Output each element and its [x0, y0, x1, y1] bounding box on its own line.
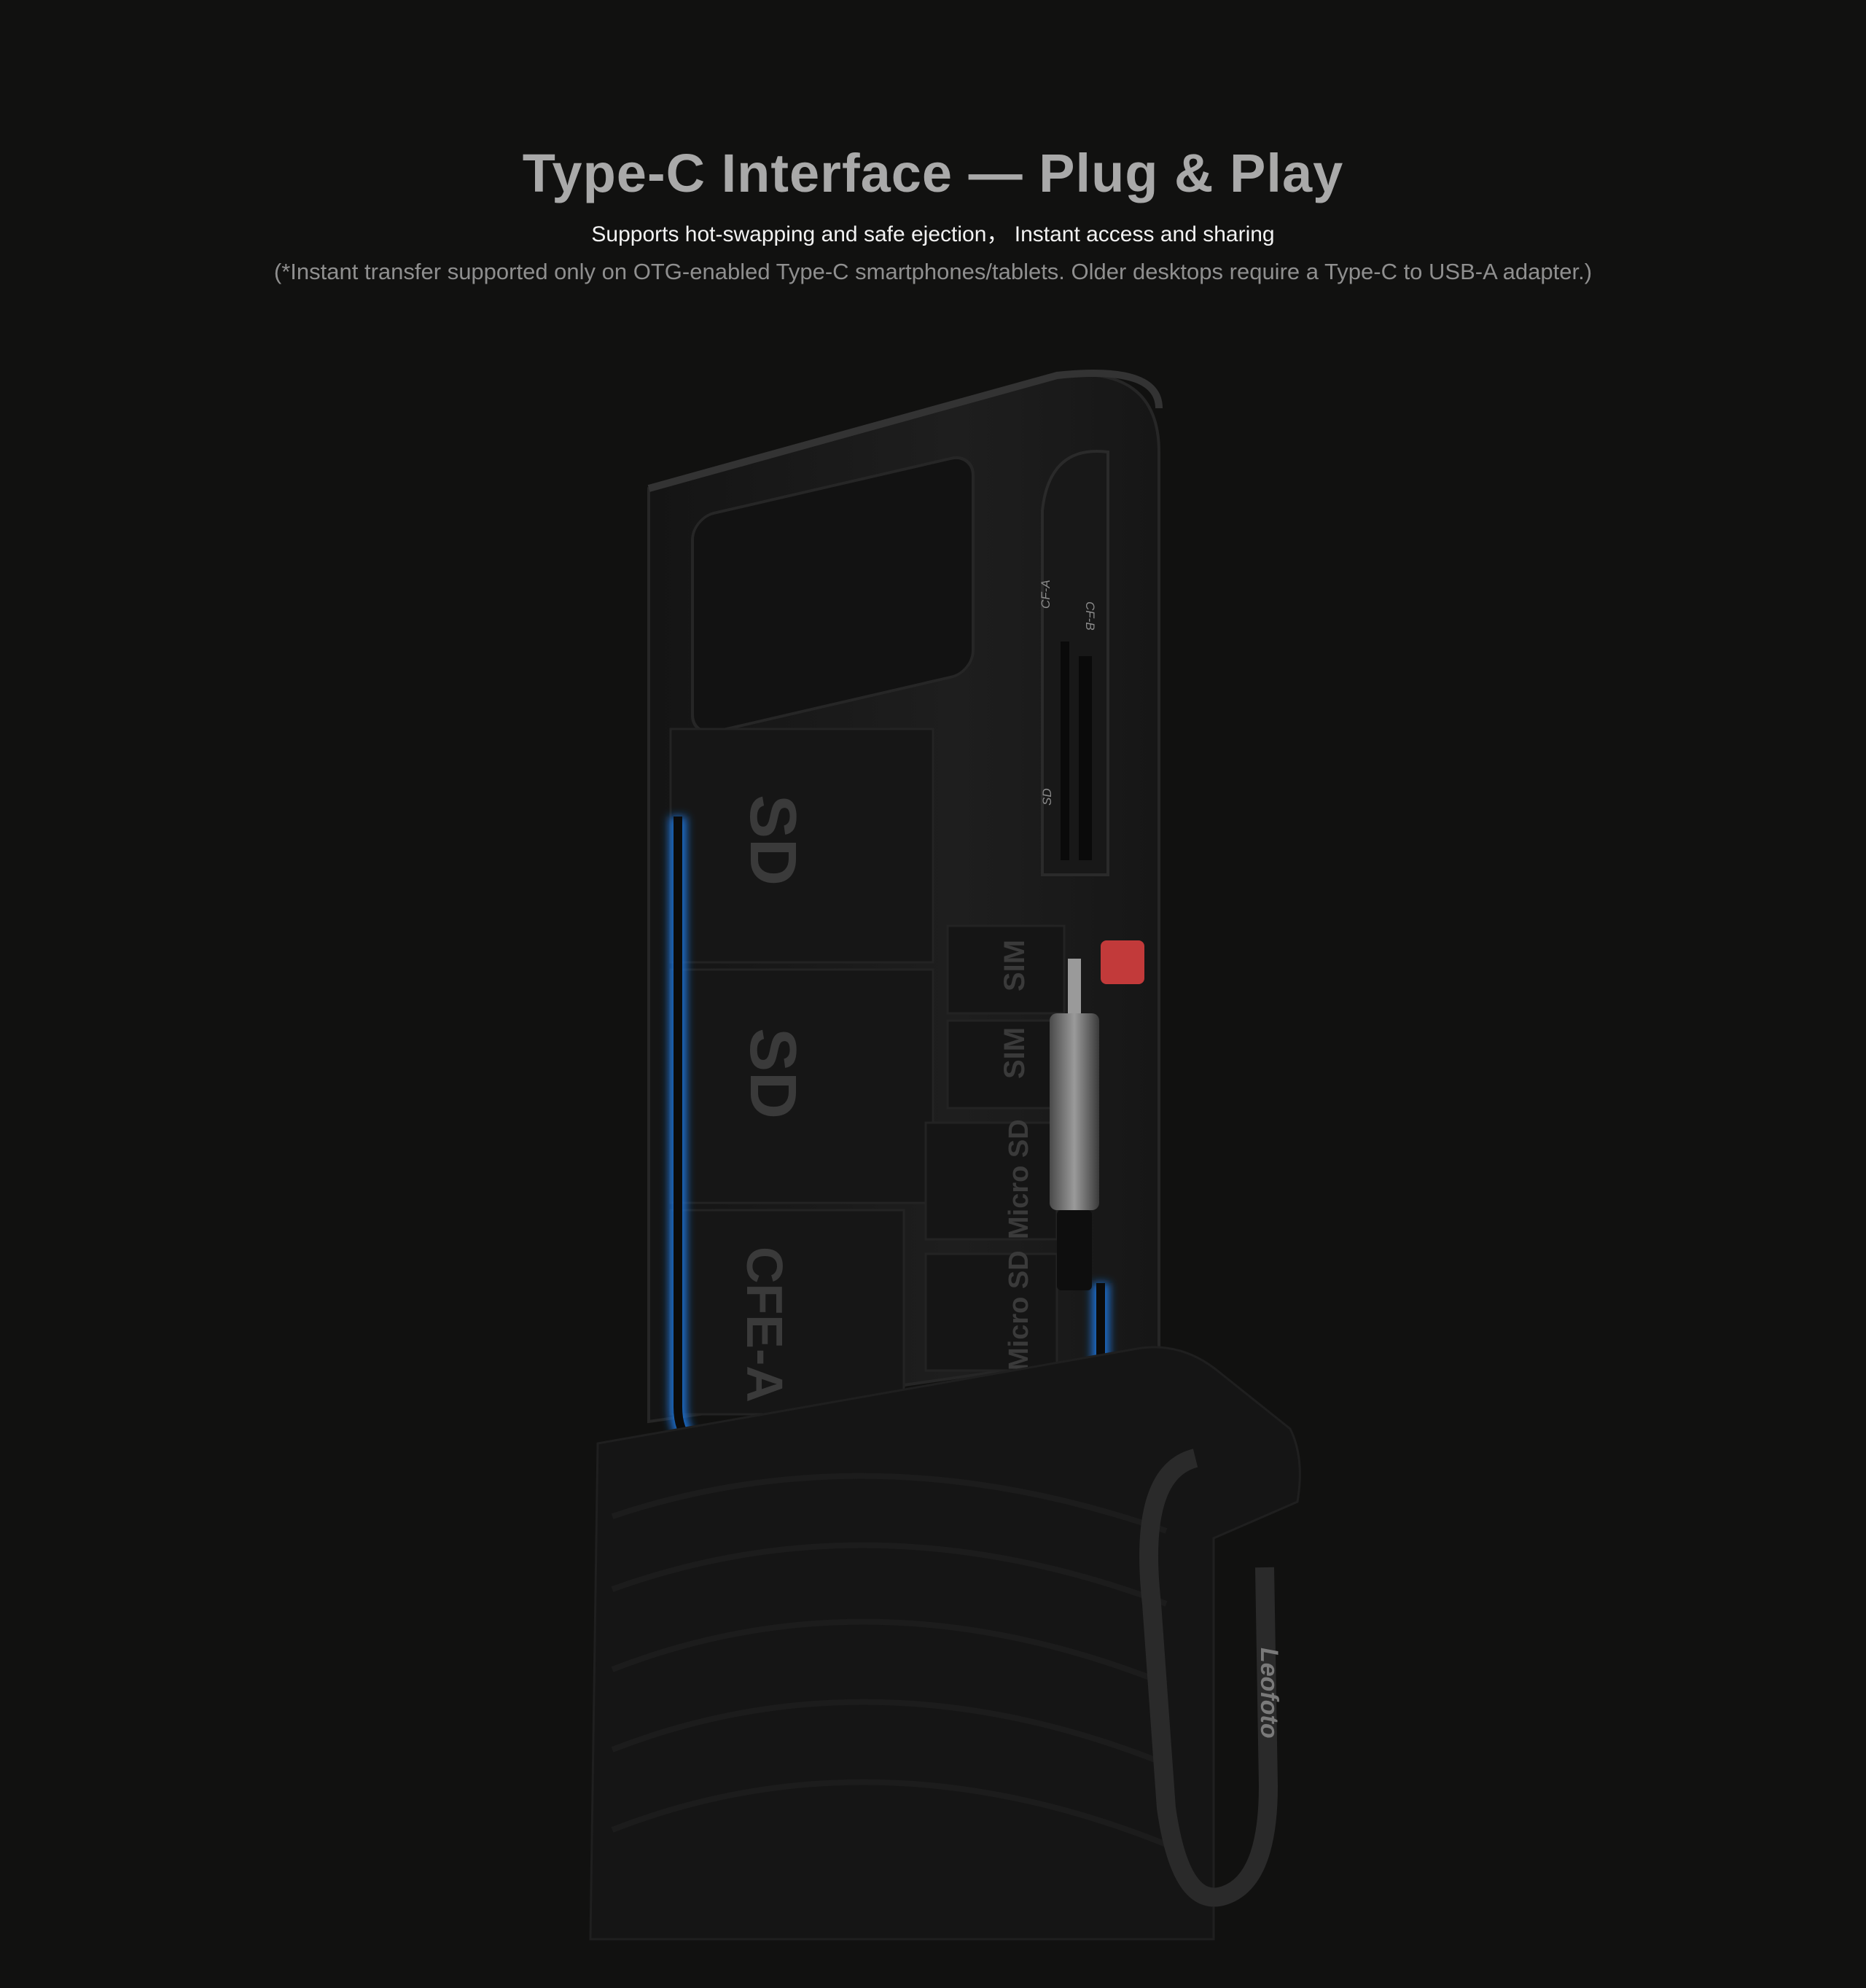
page-subtitle: Supports hot-swapping and safe ejection，…	[591, 222, 1275, 246]
page-title: Type-C Interface — Plug & Play	[522, 143, 1344, 203]
usb-c-connector-housing	[1050, 1013, 1099, 1210]
card-case-body: CF-A CF-B SD SD SD CFE-A SIM SIM Micro S…	[647, 370, 1163, 1424]
slot-label-microsd-1: Micro SD	[1004, 1119, 1034, 1239]
slot-label-sim-1: SIM	[999, 940, 1031, 991]
port-label-cfb: CF-B	[1083, 601, 1097, 631]
slot-label-cfe-a: CFE-A	[736, 1247, 793, 1403]
carabiner: Leofoto	[1139, 1449, 1283, 1907]
brand-logo: Leofoto	[1255, 1648, 1283, 1739]
eject-button-red	[1101, 940, 1144, 984]
slot-label-sd-1: SD	[736, 795, 809, 886]
slot-label-sim-2: SIM	[999, 1027, 1031, 1079]
footnote: (*Instant transfer supported only on OTG…	[273, 259, 1593, 284]
slot-label-sd-2: SD	[736, 1028, 809, 1119]
usb-c-plug	[1068, 959, 1081, 1017]
slot-label-microsd-2: Micro SD	[1004, 1250, 1034, 1371]
rubber-sleeve	[589, 1346, 1301, 1941]
port-label-sd: SD	[1040, 788, 1054, 806]
port-label-cfa: CF-A	[1039, 580, 1053, 609]
